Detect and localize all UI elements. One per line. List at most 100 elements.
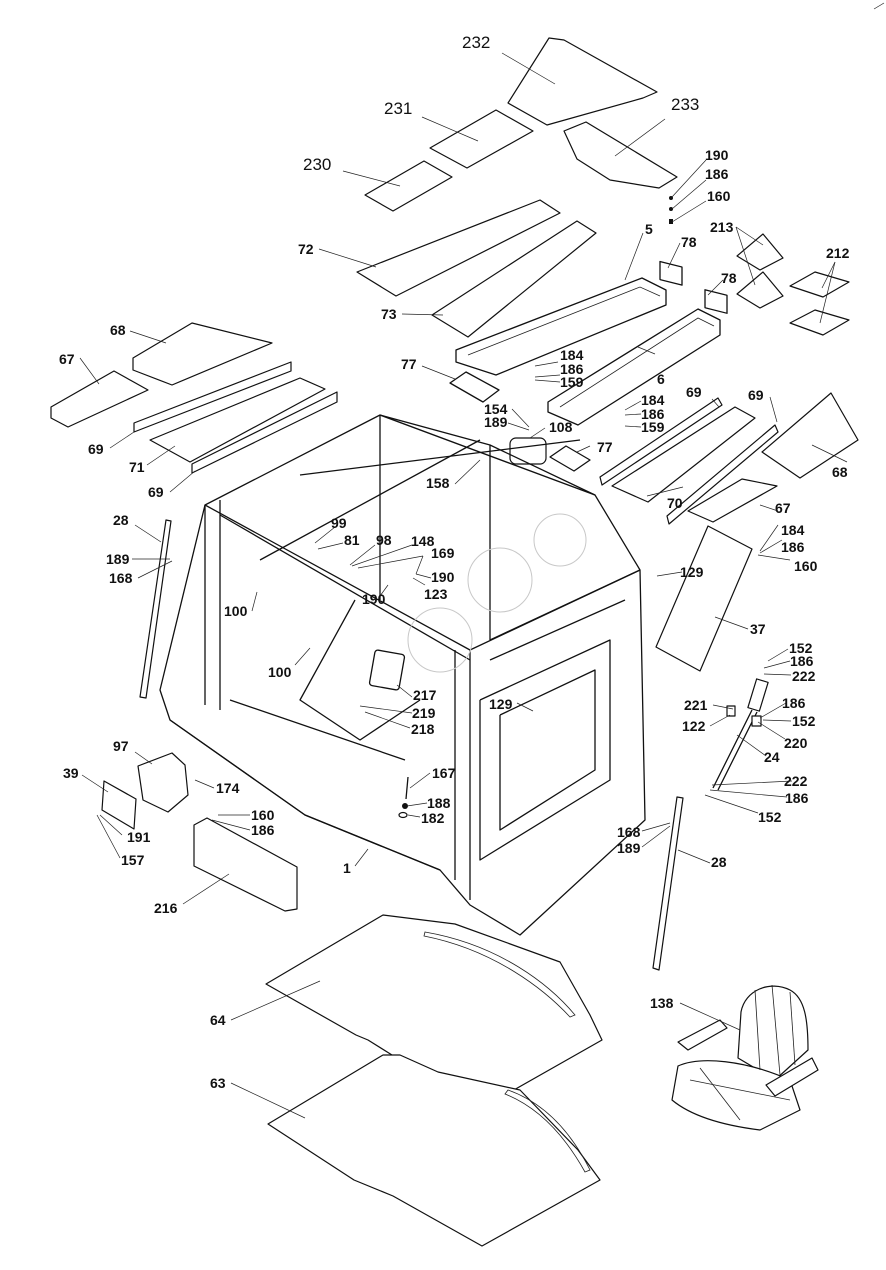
label-37: 37 [750, 621, 766, 637]
label-160: 160 [707, 188, 731, 204]
panel-67-right [687, 478, 778, 523]
blower-108 [509, 437, 547, 465]
label-186f: 186 [785, 790, 809, 806]
label-188: 188 [427, 795, 451, 811]
roof-glass-233 [563, 121, 678, 189]
fastener-160 [669, 219, 673, 224]
latch-217 [368, 649, 406, 691]
strip-69-right-a [599, 397, 723, 486]
label-152b: 152 [792, 713, 816, 729]
roof-panel-72 [356, 199, 561, 297]
gas-strut-24 [712, 678, 769, 791]
label-184c: 184 [781, 522, 805, 538]
label-152a: 152 [789, 640, 813, 656]
label-68-right: 68 [832, 464, 848, 480]
label-186c: 186 [781, 539, 805, 555]
panel-71 [149, 377, 326, 463]
label-190-upper: 190 [431, 569, 455, 585]
label-122: 122 [682, 718, 706, 734]
pad-213a [736, 233, 784, 271]
label-216: 216 [154, 900, 178, 916]
watermark-ring [407, 607, 473, 673]
washer-182 [398, 811, 408, 819]
gasket-78b [704, 289, 728, 314]
floor-mat-63 [267, 1054, 601, 1247]
label-98: 98 [376, 532, 392, 548]
label-97: 97 [113, 738, 129, 754]
label-69-right-b: 69 [748, 387, 764, 403]
label-189-right: 189 [617, 840, 641, 856]
label-186-filter: 186 [251, 822, 275, 838]
label-100-lower: 100 [268, 664, 292, 680]
label-77b: 77 [597, 439, 613, 455]
label-160-filter: 160 [251, 807, 275, 823]
label-78b: 78 [721, 270, 737, 286]
strip-69-left-a [133, 361, 292, 433]
label-64: 64 [210, 1012, 226, 1028]
label-148: 148 [411, 533, 435, 549]
fastener-186 [669, 207, 673, 211]
panel-70 [611, 406, 756, 503]
label-28-left: 28 [113, 512, 129, 528]
label-67-left: 67 [59, 351, 75, 367]
label-218: 218 [411, 721, 435, 737]
cab-frame-1 [159, 414, 646, 936]
label-129-upper: 129 [680, 564, 704, 580]
label-219: 219 [412, 705, 436, 721]
watermark-ring [533, 513, 587, 567]
label-186e: 186 [782, 695, 806, 711]
label-230: 230 [303, 155, 331, 174]
filter-216 [193, 817, 298, 912]
label-182: 182 [421, 810, 445, 826]
label-160c: 160 [794, 558, 818, 574]
label-73: 73 [381, 306, 397, 322]
label-186a: 186 [560, 361, 584, 377]
label-190-lower: 190 [362, 591, 386, 607]
label-77a: 77 [401, 356, 417, 372]
label-217: 217 [413, 687, 437, 703]
panel-68-right [761, 392, 859, 479]
bracket-220 [751, 715, 762, 727]
label-5: 5 [645, 221, 653, 237]
label-100-upper: 100 [224, 603, 248, 619]
leader-lines [79, 52, 848, 1119]
cover-39 [101, 780, 137, 830]
label-1: 1 [343, 860, 351, 876]
pad-213b [736, 271, 784, 309]
label-213: 213 [710, 219, 734, 235]
pad-212a [789, 271, 850, 298]
label-167: 167 [432, 765, 456, 781]
label-189a: 189 [484, 414, 508, 430]
seat-138 [671, 984, 819, 1131]
label-69-left-a: 69 [88, 441, 104, 457]
seal-28-right [652, 796, 684, 971]
label-184b: 184 [641, 392, 665, 408]
gasket-77b [549, 445, 591, 472]
label-108: 108 [549, 419, 573, 435]
part-labels: 232 231 230 233 190 186 160 72 73 5 78 7… [59, 33, 850, 1091]
label-191: 191 [127, 829, 151, 845]
roof-panel-73 [431, 220, 597, 338]
label-232: 232 [462, 33, 490, 52]
seal-28-left [139, 519, 172, 699]
label-186d: 186 [790, 653, 814, 669]
pad-212b [789, 309, 850, 336]
label-69-left-b: 69 [148, 484, 164, 500]
label-212: 212 [826, 245, 850, 261]
label-6: 6 [657, 371, 665, 387]
label-69-right-a: 69 [686, 384, 702, 400]
label-189-left: 189 [106, 551, 130, 567]
label-24: 24 [764, 749, 780, 765]
panel-67-left [50, 370, 149, 428]
label-184a: 184 [560, 347, 584, 363]
gasket-77a [449, 371, 500, 403]
label-174: 174 [216, 780, 240, 796]
corner-mark [873, 2, 885, 10]
label-220: 220 [784, 735, 808, 751]
label-157: 157 [121, 852, 145, 868]
floor-mat-64 [265, 914, 603, 1109]
label-129-lower: 129 [489, 696, 513, 712]
label-28-right: 28 [711, 854, 727, 870]
